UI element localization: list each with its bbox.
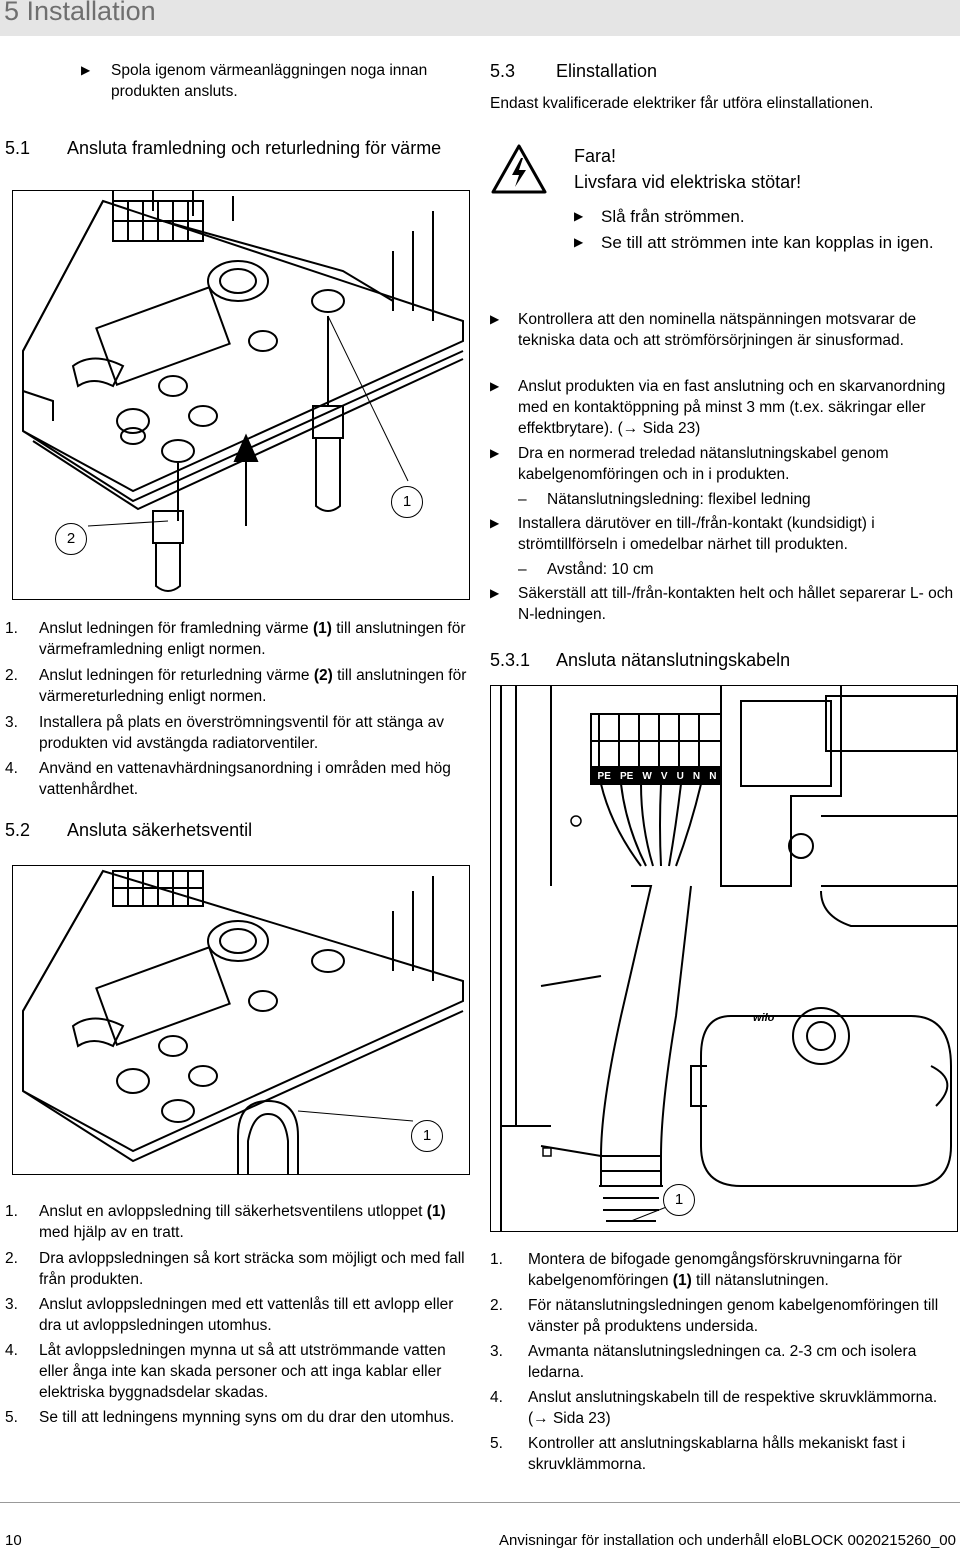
terminal-labels: PE PE W V U N N (593, 767, 721, 785)
safety-valve-illustration (22, 869, 464, 1174)
bullet-item: ▶ Säkerställ att till-/från-kontakten he… (490, 585, 954, 623)
figure-power-cable-connection: PE PE W V U N N wilo 1 (490, 685, 958, 1232)
step-text: Anslut ledningen för returledning värme … (39, 667, 467, 705)
step-text: Avmanta nätanslutningsledningen ca. 2-3 … (528, 1343, 917, 1381)
figure-safety-valve: 1 (12, 865, 470, 1175)
step-text: Använd en vattenavhärdningsanordning i o… (39, 760, 451, 798)
section-5-3-intro: Endast kvalificerade elektriker får utfö… (490, 95, 874, 112)
bullet-item: ▶ Anslut produkten via en fast anslutnin… (490, 378, 946, 437)
intro-bullet-text: Spola igenom värmeanläggningen noga inna… (111, 62, 428, 100)
step-text: Montera de bifogade genomgångsförskruvni… (528, 1251, 902, 1289)
power-cable-illustration (500, 686, 957, 1231)
electric-hazard-icon (491, 144, 547, 194)
step-number: 3. (5, 1296, 18, 1313)
chapter-title: 5 Installation (4, 0, 156, 26)
bullet-arrow-icon: ▶ (490, 446, 500, 460)
step-number: 1. (5, 1203, 18, 1220)
figure-heating-connections: 1 2 (12, 190, 470, 600)
step-item: 1. Anslut ledningen för framledning värm… (5, 618, 475, 660)
step-text: Anslut avloppsledningen med ett vattenlå… (39, 1296, 454, 1334)
step-item: 1. Montera de bifogade genomgångsförskru… (490, 1249, 956, 1291)
step-item: 4. Låt avloppsledningen mynna ut så att … (5, 1340, 475, 1403)
section-5-2-title: Ansluta säkerhetsventil (67, 820, 253, 840)
step-item: 3. Anslut avloppsledningen med ett vatte… (5, 1294, 475, 1336)
bullet-arrow-icon: ▶ (490, 586, 500, 600)
warning-title: Fara! (574, 146, 617, 166)
step-text: För nätanslutningsledningen genom kabelg… (528, 1297, 939, 1335)
section-5-3-number: 5.3 (490, 61, 516, 81)
step-item: 2. För nätanslutningsledningen genom kab… (490, 1295, 956, 1337)
step-item: 5. Kontroller att anslutningskablarna hå… (490, 1433, 956, 1475)
bullet-item: ▶ Dra en normerad treledad nätanslutning… (490, 445, 889, 483)
warning-bullet-item: ▶ Se till att strömmen inte kan kopplas … (574, 233, 934, 252)
terminal-label: N (709, 770, 717, 782)
terminal-label: U (676, 770, 684, 782)
section-5-1-number: 5.1 (5, 138, 31, 158)
step-number: 4. (5, 1342, 18, 1359)
step-text: Installera på plats en överströmningsven… (39, 714, 444, 752)
section-5-2-number: 5.2 (5, 820, 31, 840)
bullet-arrow-icon: ▶ (574, 209, 584, 223)
step-number: 3. (490, 1343, 503, 1360)
terminal-label: PE (619, 770, 634, 782)
step-item: 4. Använd en vattenavhärdningsanordning … (5, 758, 475, 800)
step-item: 5. Se till att ledningens mynning syns o… (5, 1407, 475, 1428)
terminal-label: W (642, 770, 652, 782)
step-number: 2. (490, 1297, 503, 1314)
step-number: 4. (5, 760, 18, 777)
dash-item: – Avstånd: 10 cm (518, 561, 654, 578)
step-text: Låt avloppsledningen mynna ut så att uts… (39, 1342, 446, 1401)
chapter-header-bar (0, 0, 960, 36)
bullet-item: ▶ Kontrollera att den nominella nätspänn… (490, 311, 917, 349)
dash-item: – Nätanslutningsledning: flexibel lednin… (518, 491, 811, 508)
terminal-label: PE (597, 770, 611, 782)
section-5-3-title: Elinstallation (556, 61, 658, 81)
footer-doc-title: Anvisningar för installation och underhå… (499, 1532, 956, 1549)
bullet-arrow-icon: ▶ (81, 63, 91, 77)
step-item: 2. Anslut ledningen för returledning vär… (5, 665, 475, 707)
step-text: Se till att ledningens mynning syns om d… (39, 1409, 455, 1426)
step-number: 2. (5, 1250, 18, 1267)
terminal-label: N (692, 770, 701, 782)
bullet-item: ▶ Installera därutöver en till-/från-kon… (490, 515, 875, 553)
warning-subtitle: Livsfara vid elektriska stötar! (574, 172, 802, 192)
page-number: 10 (5, 1532, 22, 1549)
bullet-arrow-icon: ▶ (490, 379, 500, 393)
step-number: 5. (490, 1435, 503, 1452)
step-item: 1. Anslut en avloppsledning till säkerhe… (5, 1201, 475, 1243)
warning-bullet-item: ▶ Slå från strömmen. (574, 207, 745, 226)
callout-2: 2 (55, 523, 87, 555)
step-item: 3. Installera på plats en överströmnings… (5, 712, 475, 754)
callout-1: 1 (411, 1120, 443, 1152)
callout-1: 1 (391, 486, 423, 518)
section-5-1-title: Ansluta framledning och returledning för… (67, 138, 442, 158)
step-text: Kontroller att anslutningskablarna hålls… (528, 1435, 906, 1473)
step-number: 5. (5, 1409, 18, 1426)
step-text: Anslut ledningen för framledning värme (… (39, 620, 466, 658)
section-5-3-1-title: Ansluta nätanslutningskabeln (556, 650, 791, 670)
step-number: 4. (490, 1389, 503, 1406)
callout-1: 1 (663, 1184, 695, 1216)
step-text: Dra avloppsledningen så kort sträcka som… (39, 1250, 465, 1288)
step-text: Anslut en avloppsledning till säkerhetsv… (39, 1203, 446, 1241)
step-item: 3. Avmanta nätanslutningsledningen ca. 2… (490, 1341, 956, 1383)
pump-brand-logo: wilo (753, 1012, 775, 1024)
step-number: 1. (5, 620, 18, 637)
bullet-arrow-icon: ▶ (490, 312, 500, 326)
step-number: 3. (5, 714, 18, 731)
step-text: Anslut anslutningskabeln till de respekt… (528, 1389, 938, 1427)
bullet-arrow-icon: ▶ (490, 516, 500, 530)
section-5-3-1-number: 5.3.1 (490, 650, 531, 670)
bullet-arrow-icon: ▶ (574, 235, 584, 249)
heating-connections-illustration (22, 191, 464, 592)
step-number: 2. (5, 667, 18, 684)
terminal-label: V (660, 770, 668, 782)
step-item: 2. Dra avloppsledningen så kort sträcka … (5, 1248, 475, 1290)
footer-divider (0, 1502, 960, 1503)
intro-bullet: ▶ Spola igenom värmeanläggningen noga in… (81, 60, 461, 102)
step-number: 1. (490, 1251, 503, 1268)
step-item: 4. Anslut anslutningskabeln till de resp… (490, 1387, 956, 1429)
